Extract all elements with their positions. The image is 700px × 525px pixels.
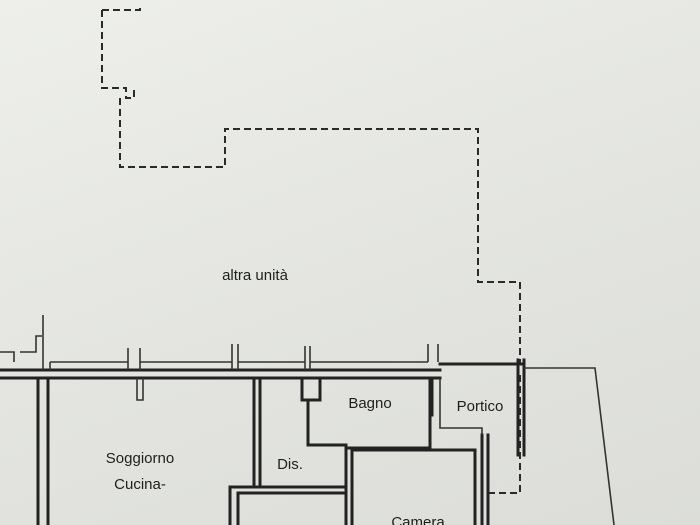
other-unit-label: altra unità [222,267,289,284]
interior-walls [228,376,490,525]
bathroom-label: Bagno [348,395,391,412]
exterior-walls [0,315,615,525]
bedroom-label: Camera [391,514,445,525]
hall-label: Dis. [277,456,303,473]
other-unit-boundary [101,4,521,365]
porch-boundary [488,375,521,494]
living-room-label: Soggiorno [106,450,174,467]
kitchen-label: Cucina- [114,476,166,493]
porch-label: Portico [457,398,504,415]
